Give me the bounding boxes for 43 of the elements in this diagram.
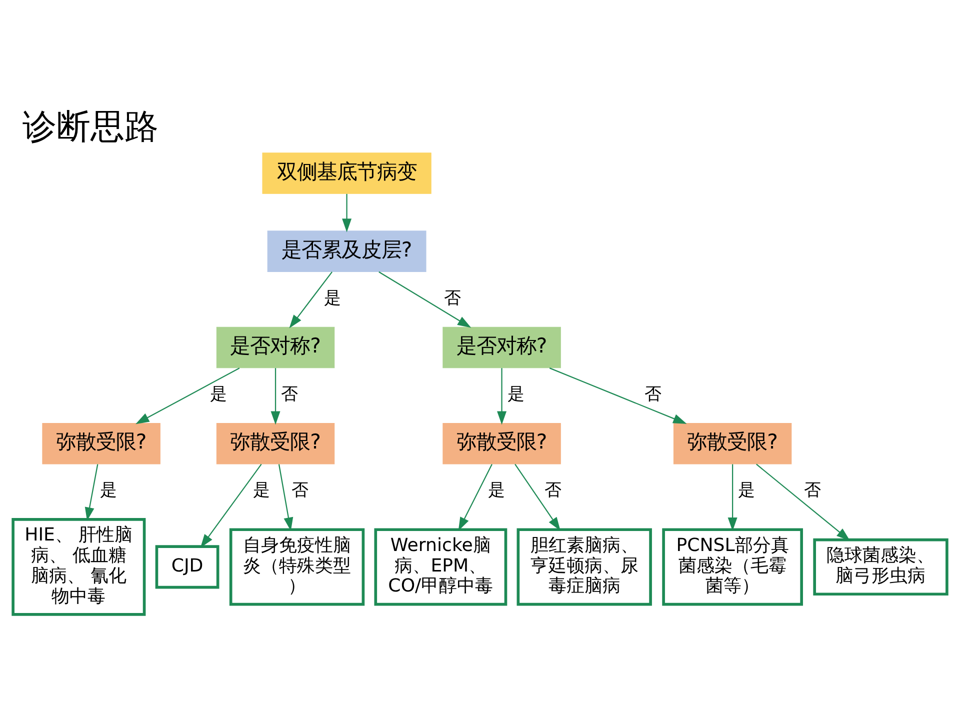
arrow <box>756 463 850 540</box>
arrow <box>200 463 262 548</box>
arrow <box>728 464 738 531</box>
diagram-title: 诊断思路 <box>22 108 159 147</box>
node-box: 隐球菌感染、脑弓形虫病 <box>813 538 948 596</box>
node-box: HIE、 肝性脑病、 低血糖脑病、 氰化物中毒 <box>12 518 146 616</box>
arrow <box>497 368 507 424</box>
arrow <box>514 463 560 530</box>
edge-label: 否 <box>444 286 462 307</box>
edge-label: 是 <box>507 383 524 404</box>
node-box: 胆红素脑病、亨廷顿病、尿毒症脑病 <box>516 528 652 606</box>
arrow <box>458 463 492 530</box>
arrow <box>278 464 294 531</box>
edge-label: 否 <box>644 383 662 404</box>
edge-label: 是 <box>738 479 756 500</box>
edge-label: 是 <box>252 479 270 500</box>
node-box: 弥散受限? <box>673 422 792 464</box>
arrow <box>342 193 352 232</box>
arrow <box>270 368 280 424</box>
node-box: Wernicke脑病、EPM、CO/甲醇中毒 <box>374 528 508 606</box>
node-box: 弥散受限? <box>442 422 561 464</box>
arrow <box>549 367 687 424</box>
edge-label: 否 <box>291 479 308 500</box>
node-box: 双侧基底节病变 <box>262 152 432 194</box>
node-box: CJD <box>155 544 220 588</box>
node-box: 弥散受限? <box>42 422 160 464</box>
edge-label: 否 <box>804 479 821 500</box>
node-box: 弥散受限? <box>216 422 335 464</box>
edge-label: 否 <box>281 383 298 404</box>
node-box: 是否累及皮层? <box>267 230 426 272</box>
edge-label: 是 <box>100 479 118 500</box>
arrow <box>136 367 240 424</box>
arrow <box>378 270 472 328</box>
edge-label: 是 <box>210 383 227 404</box>
edge-label: 是 <box>324 286 342 307</box>
arrow <box>289 271 332 328</box>
node-box: 自身免疫性脑炎（特殊类型） <box>229 528 365 606</box>
node-box: 是否对称? <box>442 326 561 368</box>
node-box: PCNSL部分真菌感染（毛霉菌等） <box>662 528 803 606</box>
arrow <box>84 464 98 520</box>
edge-label: 否 <box>544 479 562 500</box>
edge-label: 是 <box>488 479 506 500</box>
node-box: 是否对称? <box>216 326 335 368</box>
